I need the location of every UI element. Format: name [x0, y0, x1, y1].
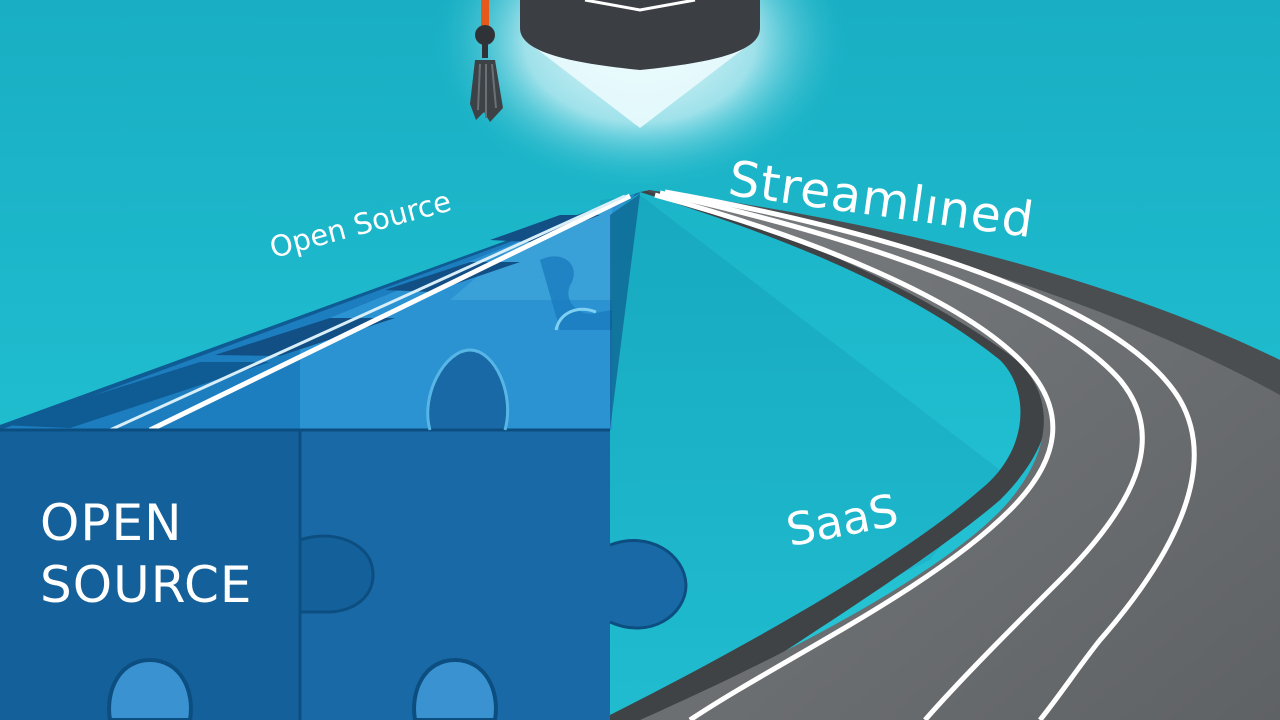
tassel-icon: [470, 0, 503, 122]
road-shoulder: [600, 190, 1048, 720]
road-line-middle: [659, 190, 1145, 720]
open-source-line1: OPEN: [40, 494, 183, 552]
open-source-title: OPEN SOURCE: [40, 492, 252, 616]
road-line-left: [654, 192, 1056, 720]
open-source-line2: SOURCE: [40, 556, 253, 614]
valley: [600, 195, 1000, 720]
road: [640, 190, 1280, 720]
puzzle-pieces: [0, 192, 688, 720]
road-line-right: [664, 189, 1197, 720]
graduation-cap-icon: [520, 0, 760, 70]
